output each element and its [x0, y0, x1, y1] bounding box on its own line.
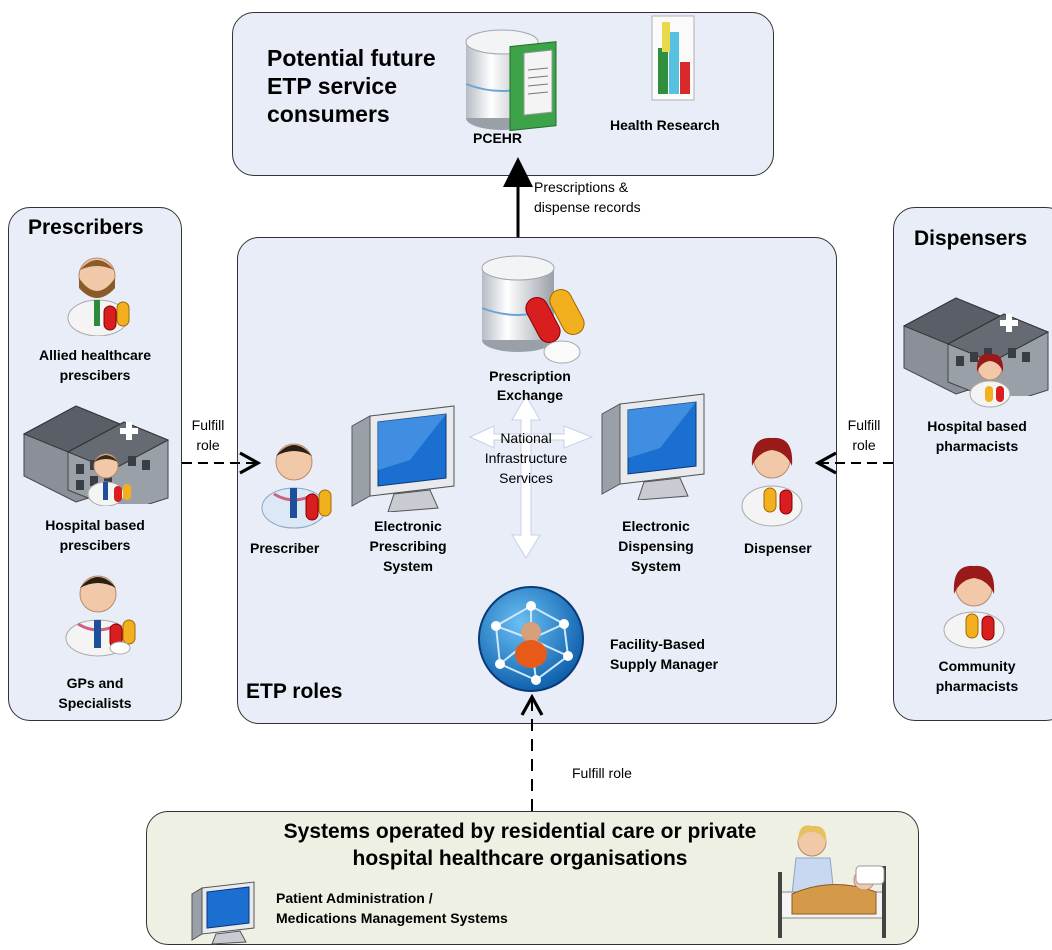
- eds-line3: System: [631, 558, 681, 574]
- dispenser-person-icon: [741, 437, 803, 527]
- future-title-line2: ETP service: [267, 73, 398, 99]
- future-title-line3: consumers: [267, 101, 390, 127]
- future-title: Potential future ETP service consumers: [267, 44, 436, 128]
- dispenser-label: Dispenser: [744, 540, 812, 556]
- systems-computer-icon: [191, 881, 255, 945]
- four-way-arrow-icon: [468, 395, 594, 559]
- eds-line2: Dispensing: [618, 538, 694, 554]
- prescriber-person-icon: [261, 443, 332, 529]
- gp-person-icon: [65, 575, 136, 657]
- gps-line1: GPs and: [66, 675, 124, 691]
- community-line1: Community: [938, 658, 1016, 674]
- prescribing-computer-icon: [351, 405, 455, 512]
- prescription-exchange-label: Prescription Exchange: [460, 367, 600, 405]
- nis-line1: National: [500, 430, 552, 446]
- allied-line1: Allied healthcare: [38, 347, 152, 363]
- hospital-prescribers-label: Hospital based prescibers: [20, 515, 170, 555]
- pcehr-label: PCEHR: [473, 130, 523, 146]
- hospital-pharmacist-person-icon: [969, 353, 1011, 408]
- prescriptions-records-line2: dispense records: [534, 199, 641, 215]
- eds-line1: Electronic: [622, 518, 690, 534]
- eps-line3: System: [383, 558, 433, 574]
- fbsm-line2: Supply Manager: [610, 656, 719, 672]
- prescriptions-records-line1: Prescriptions &: [534, 179, 629, 195]
- right-fulfill-line1: Fulfill: [847, 417, 881, 433]
- bar-chart-icon: [651, 15, 695, 101]
- dispensing-computer-icon: [601, 393, 705, 500]
- allied-line2: prescibers: [59, 367, 131, 383]
- right-fulfill-role-label: Fulfill role: [842, 415, 886, 455]
- globe-network-icon: [478, 586, 584, 692]
- exchange-line2: Exchange: [496, 387, 564, 403]
- pams-line2: Medications Management Systems: [276, 910, 508, 926]
- pcehr-database-icon: [465, 29, 557, 132]
- hospital-prescribers-line2: prescibers: [59, 537, 131, 553]
- future-title-line1: Potential future: [267, 45, 436, 71]
- eps-line1: Electronic: [374, 518, 442, 534]
- hospital-bed-patient-icon: [778, 825, 886, 938]
- systems-title-line2: hospital healthcare organisations: [352, 847, 688, 870]
- pharmacy-hospital-building-icon: [902, 297, 1050, 396]
- left-fulfill-role-label: Fulfill role: [186, 415, 230, 455]
- pams-label: Patient Administration / Medications Man…: [276, 888, 508, 928]
- systems-title: Systems operated by residential care or …: [200, 818, 840, 872]
- hospital-pharmacists-line2: pharmacists: [935, 438, 1019, 454]
- prescribers-title: Prescribers: [28, 216, 144, 239]
- etp-roles-title: ETP roles: [246, 680, 343, 703]
- fbsm-line1: Facility-Based: [610, 636, 705, 652]
- electronic-dispensing-label: Electronic Dispensing System: [596, 516, 716, 576]
- electronic-prescribing-label: Electronic Prescribing System: [348, 516, 468, 576]
- nis-line3: Services: [499, 470, 553, 486]
- left-fulfill-line1: Fulfill: [191, 417, 225, 433]
- gps-line2: Specialists: [58, 695, 132, 711]
- systems-title-line1: Systems operated by residential care or …: [283, 820, 757, 843]
- dispensers-title: Dispensers: [914, 227, 1028, 250]
- community-pharmacist-person-icon: [943, 565, 1005, 649]
- supply-manager-label: Facility-Based Supply Manager: [610, 634, 718, 674]
- community-pharmacists-label: Community pharmacists: [902, 656, 1052, 696]
- prescriber-label: Prescriber: [250, 540, 320, 556]
- eps-line2: Prescribing: [369, 538, 447, 554]
- hospital-prescriber-person-icon: [87, 453, 131, 506]
- prescriptions-records-label: Prescriptions & dispense records: [534, 177, 641, 217]
- exchange-line1: Prescription: [489, 368, 571, 384]
- hospital-prescribers-line1: Hospital based: [45, 517, 145, 533]
- health-research-label: Health Research: [610, 117, 720, 133]
- left-fulfill-line2: role: [196, 437, 220, 453]
- prescription-exchange-database-icon: [481, 255, 585, 364]
- pams-line1: Patient Administration /: [276, 890, 433, 906]
- right-fulfill-line2: role: [852, 437, 876, 453]
- systems-panel: [146, 811, 919, 945]
- nis-line2: Infrastructure: [484, 450, 568, 466]
- national-infrastructure-label: National Infrastructure Services: [470, 428, 582, 488]
- allied-prescribers-label: Allied healthcare prescibers: [20, 345, 170, 385]
- gps-specialists-label: GPs and Specialists: [20, 673, 170, 713]
- hospital-pharmacists-label: Hospital based pharmacists: [902, 416, 1052, 456]
- hospital-pharmacists-line1: Hospital based: [927, 418, 1027, 434]
- allied-prescriber-person-icon: [67, 257, 130, 336]
- bottom-fulfill-role-label: Fulfill role: [572, 765, 632, 781]
- community-line2: pharmacists: [935, 678, 1019, 694]
